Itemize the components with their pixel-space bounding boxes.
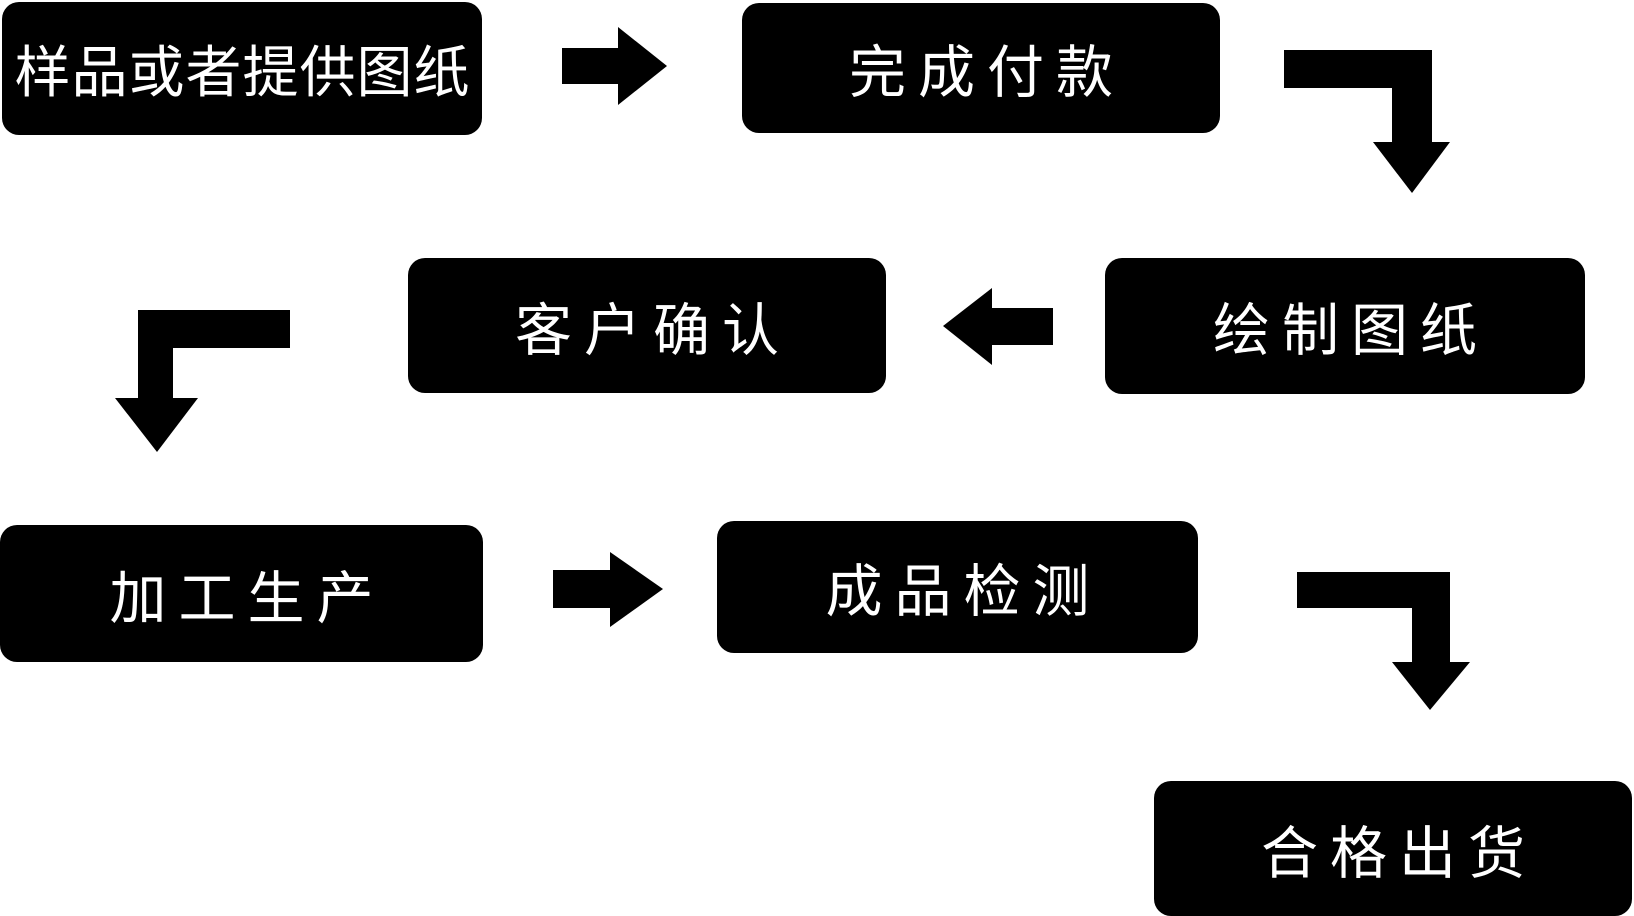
flow-node-customer-confirm: 客户确认 — [408, 258, 886, 393]
flow-node-draw-drawings: 绘制图纸 — [1105, 258, 1585, 394]
arrow-right-icon — [562, 27, 667, 105]
arrow-elbow-right-down-icon — [1297, 572, 1470, 710]
arrow-left-icon — [943, 288, 1053, 365]
flow-node-production: 加工生产 — [0, 525, 483, 662]
flow-node-inspection: 成品检测 — [717, 521, 1198, 653]
flow-node-sample-or-drawing: 样品或者提供图纸 — [2, 2, 482, 135]
flow-node-payment: 完成付款 — [742, 3, 1220, 133]
flow-node-shipment: 合格出货 — [1154, 781, 1632, 916]
arrow-elbow-right-down-icon — [1284, 50, 1450, 193]
arrow-elbow-down-left-icon — [115, 310, 290, 452]
arrow-right-icon — [553, 552, 663, 627]
